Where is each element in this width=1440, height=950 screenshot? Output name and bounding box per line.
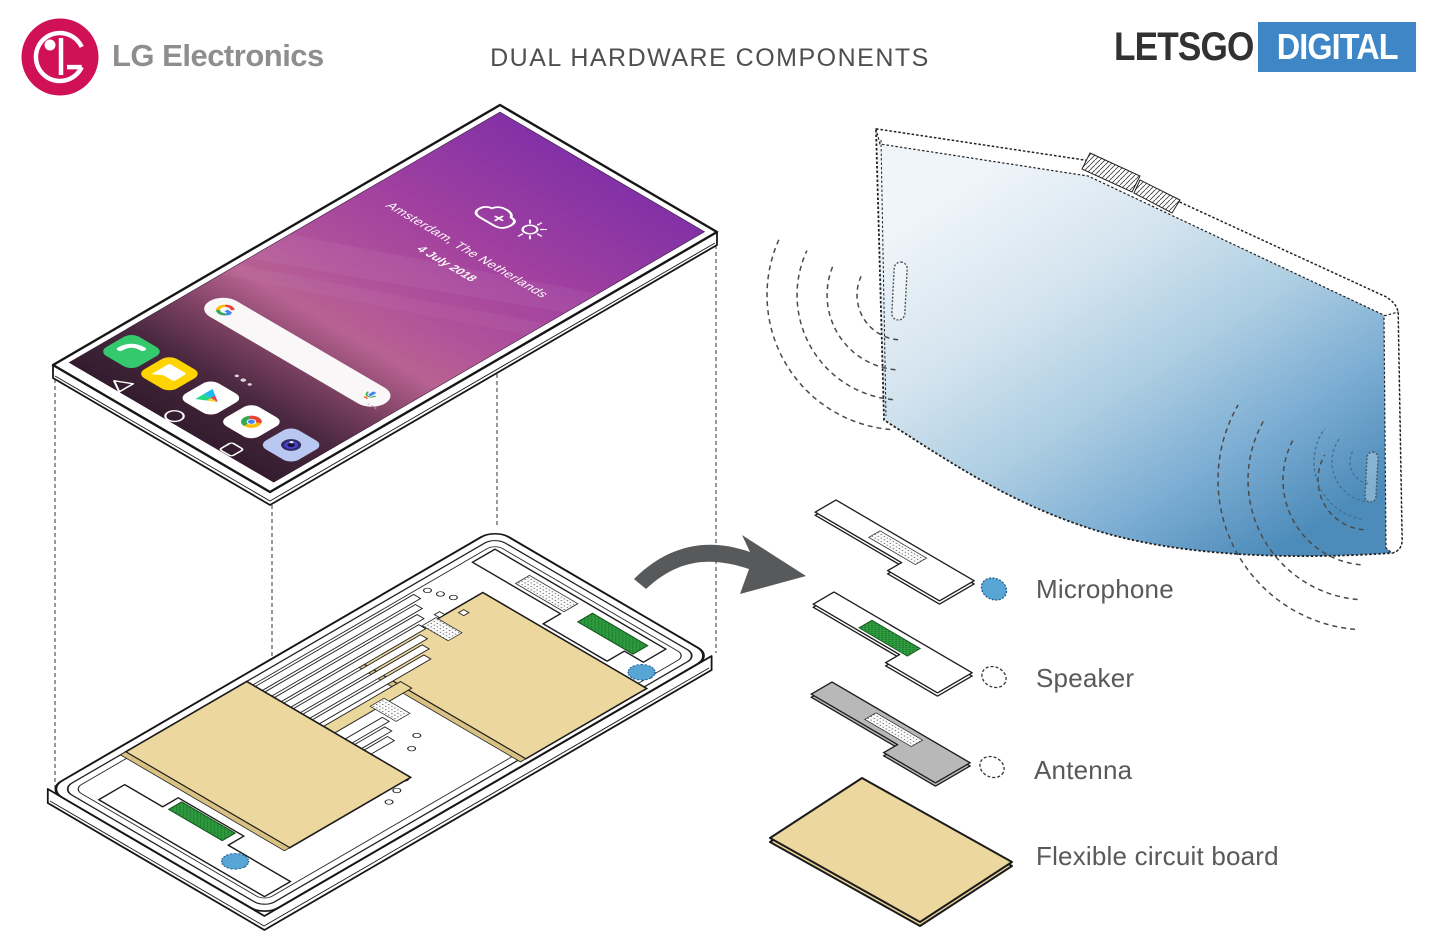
folded-phone-illustration	[766, 128, 1403, 631]
speaker-strip	[798, 591, 1007, 697]
google-search-bar	[204, 297, 391, 409]
phone-screen: Amsterdam, The Netherlands 4 July 2018	[68, 111, 706, 483]
digital-wordmark: DIGITAL	[1257, 22, 1416, 72]
messages-icon	[141, 357, 198, 391]
exploded-view-arrow	[634, 535, 806, 594]
speaker-slot-icon	[891, 261, 1379, 503]
letsgo-wordmark: LETSGO	[1114, 25, 1254, 69]
phone-icon	[103, 335, 160, 369]
speaker-hole	[981, 665, 1007, 689]
page-title: DUAL HARDWARE COMPONENTS	[490, 44, 930, 72]
label-antenna: Antenna	[1034, 755, 1133, 785]
label-microphone: Microphone	[1036, 574, 1174, 604]
lg-electronics-wordmark: LG Electronics	[112, 38, 324, 73]
exploded-stack	[769, 499, 1013, 927]
antenna-strip	[796, 681, 1005, 787]
play-store-icon	[182, 381, 240, 415]
letsgo-digital-logo: LETSGO DIGITAL	[1095, 22, 1416, 72]
camera-icon	[262, 428, 320, 462]
hinge-hatch	[1081, 152, 1141, 193]
label-speaker: Speaker	[1036, 663, 1135, 693]
chassis-illustration	[46, 532, 713, 931]
nav-buttons	[113, 380, 244, 457]
back-icon	[113, 380, 135, 393]
lg-logo	[21, 18, 99, 96]
recents-icon	[219, 442, 244, 457]
microphone-dot	[980, 577, 1008, 601]
dock-icons	[103, 335, 320, 462]
google-g-icon	[215, 304, 235, 316]
home-icon	[164, 410, 185, 423]
label-flexible-circuit-board: Flexible circuit board	[1036, 841, 1279, 871]
google-mic-icon	[363, 391, 377, 399]
chassis-speaker-green	[576, 612, 649, 655]
flexible-circuit-board-shape	[769, 777, 1013, 927]
weather-cloud-sun-icon	[474, 206, 547, 240]
chrome-icon	[223, 405, 280, 439]
chassis-microphone-dot	[627, 664, 656, 681]
microphone-strip	[800, 499, 1008, 605]
sound-wave-arcs	[766, 237, 1364, 631]
antenna-hole	[979, 755, 1005, 779]
page-indicator-dots	[234, 374, 252, 386]
phone-illustration: Amsterdam, The Netherlands 4 July 2018	[51, 103, 719, 506]
